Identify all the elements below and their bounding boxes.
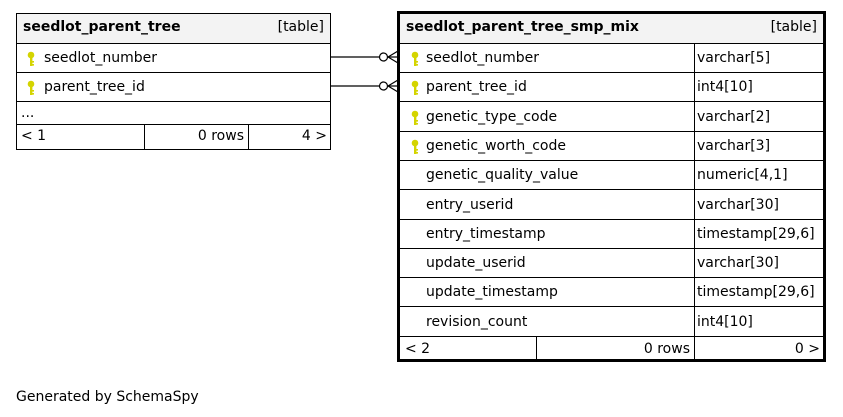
column-type: numeric[4,1] bbox=[697, 167, 788, 183]
connector-parent-tree-id bbox=[331, 79, 399, 93]
column-name: parent_tree_id bbox=[44, 79, 145, 95]
column-name: entry_timestamp bbox=[426, 226, 546, 242]
column-type: varchar[3] bbox=[697, 138, 771, 154]
column-name: update_timestamp bbox=[426, 284, 558, 300]
column-row[interactable]: revision_count int4[10] bbox=[400, 308, 823, 337]
table-type-label: [table] bbox=[277, 19, 324, 35]
column-type: varchar[30] bbox=[697, 255, 779, 271]
column-row[interactable]: seedlot_number varchar[5] bbox=[400, 44, 823, 73]
column-type: varchar[5] bbox=[697, 50, 771, 66]
column-type: int4[10] bbox=[697, 314, 753, 330]
table-header bbox=[400, 14, 823, 43]
column-type: varchar[2] bbox=[697, 109, 771, 125]
column-row[interactable]: entry_userid varchar[30] bbox=[400, 191, 823, 220]
column-type: int4[10] bbox=[697, 79, 753, 95]
column-type: timestamp[29,6] bbox=[697, 226, 815, 242]
column-type: varchar[30] bbox=[697, 197, 779, 213]
row-count: 0 rows bbox=[643, 341, 690, 357]
column-row[interactable]: entry_timestamp timestamp[29,6] bbox=[400, 220, 823, 249]
table-type-label: [table] bbox=[770, 19, 817, 35]
primary-key-icon bbox=[411, 80, 419, 95]
column-name: update_userid bbox=[426, 255, 526, 271]
column-name: genetic_quality_value bbox=[426, 167, 579, 183]
table-title[interactable]: seedlot_parent_tree_smp_mix bbox=[406, 19, 639, 35]
children-count[interactable]: 4 > bbox=[301, 128, 327, 144]
column-name: seedlot_number bbox=[44, 50, 157, 66]
column-row[interactable]: parent_tree_id bbox=[17, 73, 330, 101]
connector-seedlot-number bbox=[331, 50, 399, 64]
column-row[interactable]: update_timestamp timestamp[29,6] bbox=[400, 278, 823, 307]
column-row[interactable]: genetic_quality_value numeric[4,1] bbox=[400, 161, 823, 190]
column-row[interactable]: genetic_type_code varchar[2] bbox=[400, 103, 823, 132]
table-header bbox=[17, 14, 330, 43]
primary-key-icon bbox=[411, 51, 419, 66]
column-row[interactable]: genetic_worth_code varchar[3] bbox=[400, 132, 823, 161]
table-seedlot-parent-tree[interactable]: seedlot_parent_tree [table] seedlot_numb… bbox=[16, 13, 331, 150]
column-row[interactable]: parent_tree_id int4[10] bbox=[400, 73, 823, 102]
column-name: genetic_worth_code bbox=[426, 138, 566, 154]
column-name: parent_tree_id bbox=[426, 79, 527, 95]
column-row[interactable]: seedlot_number bbox=[17, 44, 330, 72]
primary-key-icon bbox=[27, 51, 35, 66]
table-seedlot-parent-tree-smp-mix[interactable]: seedlot_parent_tree_smp_mix [table] seed… bbox=[397, 11, 826, 362]
row-count: 0 rows bbox=[197, 128, 244, 144]
table-title[interactable]: seedlot_parent_tree bbox=[23, 19, 181, 35]
children-count[interactable]: 0 > bbox=[794, 341, 820, 357]
column-type: timestamp[29,6] bbox=[697, 284, 815, 300]
parents-count[interactable]: < 1 bbox=[21, 128, 47, 144]
parents-count[interactable]: < 2 bbox=[405, 341, 431, 357]
column-row[interactable]: update_userid varchar[30] bbox=[400, 249, 823, 278]
primary-key-icon bbox=[411, 139, 419, 154]
column-name: revision_count bbox=[426, 314, 528, 330]
column-name: seedlot_number bbox=[426, 50, 539, 66]
column-name: genetic_type_code bbox=[426, 109, 558, 125]
primary-key-icon bbox=[27, 80, 35, 95]
primary-key-icon bbox=[411, 110, 419, 125]
column-name: entry_userid bbox=[426, 197, 514, 213]
more-columns: ... bbox=[21, 105, 35, 121]
generated-by-text: Generated by SchemaSpy bbox=[16, 389, 199, 405]
